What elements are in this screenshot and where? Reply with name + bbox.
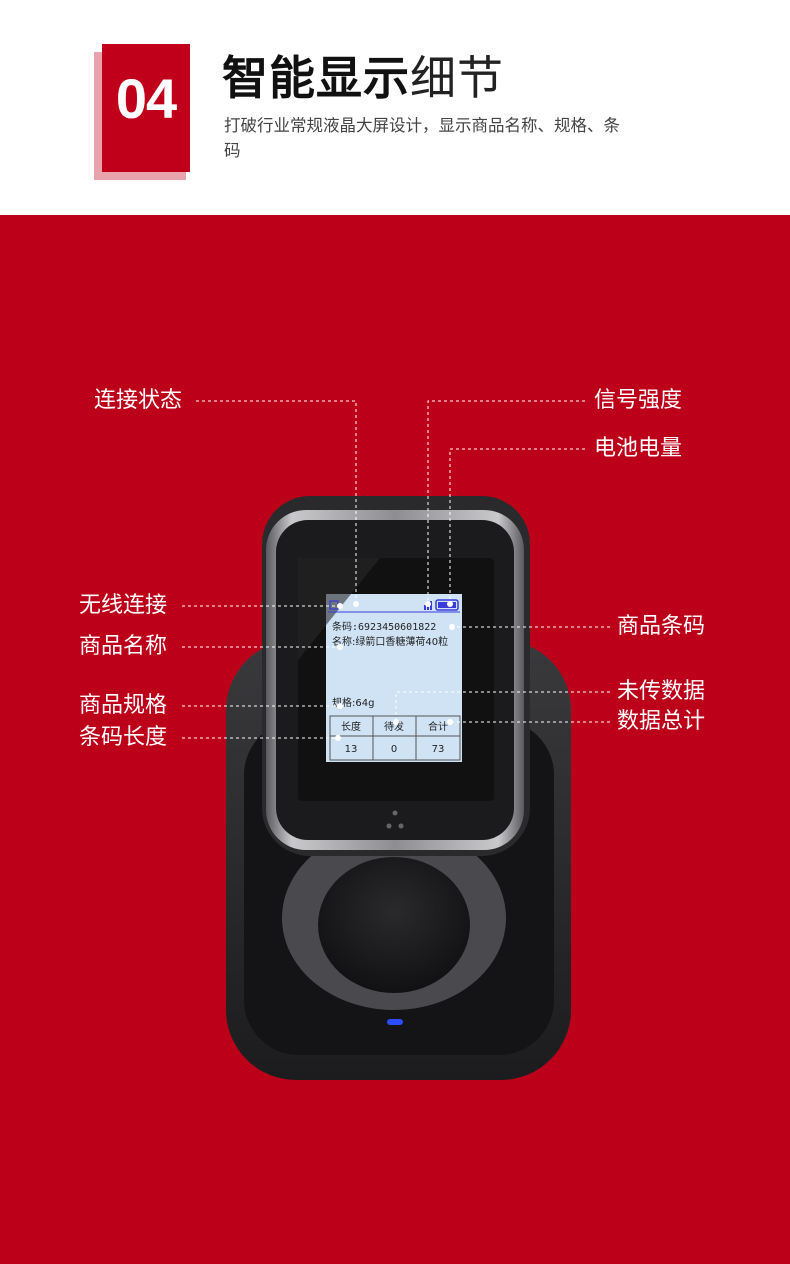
speaker-hole [386,823,392,829]
status-led [387,1019,403,1025]
label-data-total: 数据总计 [617,709,706,734]
signal-bar [430,601,432,610]
label-barcode-length: 条码长度 [79,725,168,750]
table-header-pending: 待发 [384,720,404,733]
label-battery: 电池电量 [594,436,683,461]
table-value-pending: 0 [391,744,397,755]
label-connection-status: 连接状态 [94,388,183,413]
section-title: 智能显示细节 [222,42,504,108]
section-subtitle: 打破行业常规液晶大屏设计，显示商品名称、规格、条码 [224,116,620,160]
header-section: 04 智能显示细节 打破行业常规液晶大屏设计，显示商品名称、规格、条码 [0,0,790,215]
screen-barcode: 条码:6923450601822 [332,620,436,633]
label-product-spec: 商品规格 [79,693,168,718]
table-value-length: 13 [345,744,358,755]
label-untransmitted: 未传数据 [617,679,706,704]
battery-icon [435,599,459,611]
screen-glare [298,558,380,660]
signal-bar [424,605,426,610]
section-number-badge: 04 [102,44,190,172]
screen-product-name: 名称:绿箭口香糖薄荷40粒 [332,635,448,648]
speaker-hole [398,823,404,829]
handle-dome [318,857,470,993]
table-value-total: 73 [432,744,445,755]
label-barcode: 商品条码 [617,614,706,639]
label-product-name: 商品名称 [79,634,168,659]
label-wireless: 无线连接 [79,593,168,618]
screen-table [329,715,461,761]
title-bold: 智能显示 [222,51,410,105]
speaker-hole [392,810,398,816]
callout-lines [182,400,610,739]
lcd-display [326,594,462,762]
label-signal-strength: 信号强度 [594,388,683,413]
table-header-total: 合计 [428,720,448,733]
table-header-length: 长度 [341,720,361,733]
callout-dots [335,601,455,741]
title-light: 细节 [410,51,504,105]
